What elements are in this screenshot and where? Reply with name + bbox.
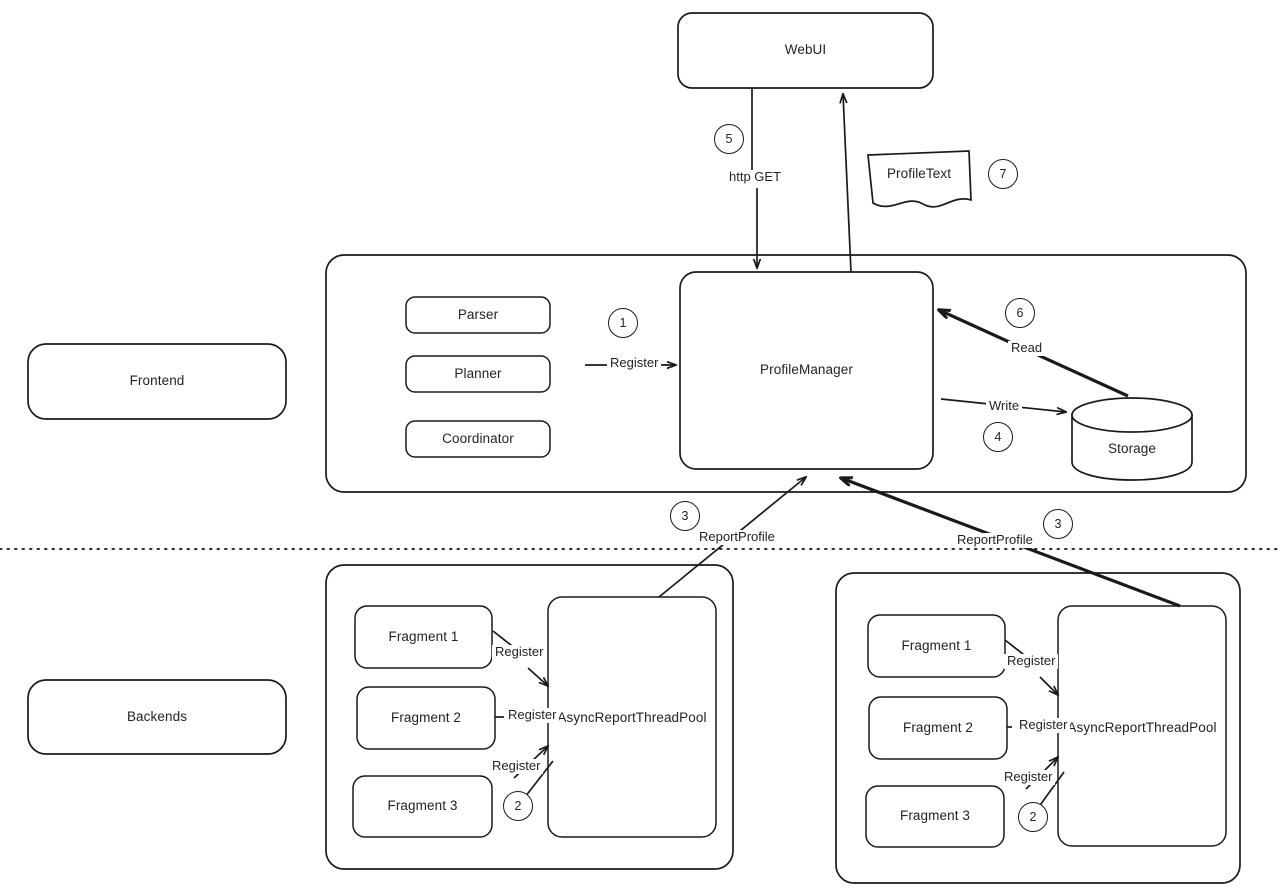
step-marker-3-left: 3 [670,501,700,531]
edge-label-right-register-2: Register [1016,717,1071,733]
backends-group-label-box [27,679,287,755]
coordinator-box [405,420,551,458]
step-marker-1: 1 [608,308,638,338]
step-marker-7: 7 [988,159,1018,189]
parser-box [405,296,551,334]
backend-right-threadpool-box [1057,605,1227,847]
step-marker-6: 6 [1005,298,1035,328]
backend-right-fragment2-box [868,696,1008,760]
backend-left-fragment3-box [352,775,493,838]
edge-label-http-get: http GET [726,169,785,185]
step-marker-2-left: 2 [503,791,533,821]
profile-manager-box [679,271,934,470]
profile-text-document-shape [867,150,972,208]
step-marker-5: 5 [714,124,744,154]
step-marker-4: 4 [983,422,1013,452]
edge-label-left-register-2: Register [505,707,560,723]
storage-cylinder [1071,397,1193,481]
edge-label-right-register-1: Register [1004,653,1059,669]
edge-left-register-fragment1-b [527,667,548,686]
backend-left-fragment2-box [356,686,496,750]
webui-box [677,12,934,89]
backend-left-fragment1-box [354,605,493,669]
edge-right-register-fragment1-b [1039,676,1058,695]
edge-label-register-frontend: Register [607,355,662,371]
edge-label-read: Read [1008,340,1046,356]
backend-right-fragment1-box [867,614,1006,678]
planner-box [405,355,551,393]
edge-label-right-register-3: Register [1001,769,1056,785]
step-marker-2-right: 2 [1018,802,1048,832]
edge-label-left-register-3: Register [489,758,544,774]
edge-label-left-register-1: Register [492,644,547,660]
backend-left-threadpool-box [547,596,717,838]
step-marker-3-right: 3 [1043,509,1073,539]
edge-label-report-profile-right: ReportProfile [954,532,1036,548]
edge-label-report-profile-left: ReportProfile [696,529,778,545]
edge-left-register-fragment3 [524,760,554,798]
backend-right-fragment3-box [865,785,1005,848]
edge-right-register-fragment3 [1037,771,1065,809]
edge-profilemanager-to-webui [843,94,852,273]
frontend-group-label-box [27,343,287,420]
edge-label-write: Write [986,398,1023,414]
